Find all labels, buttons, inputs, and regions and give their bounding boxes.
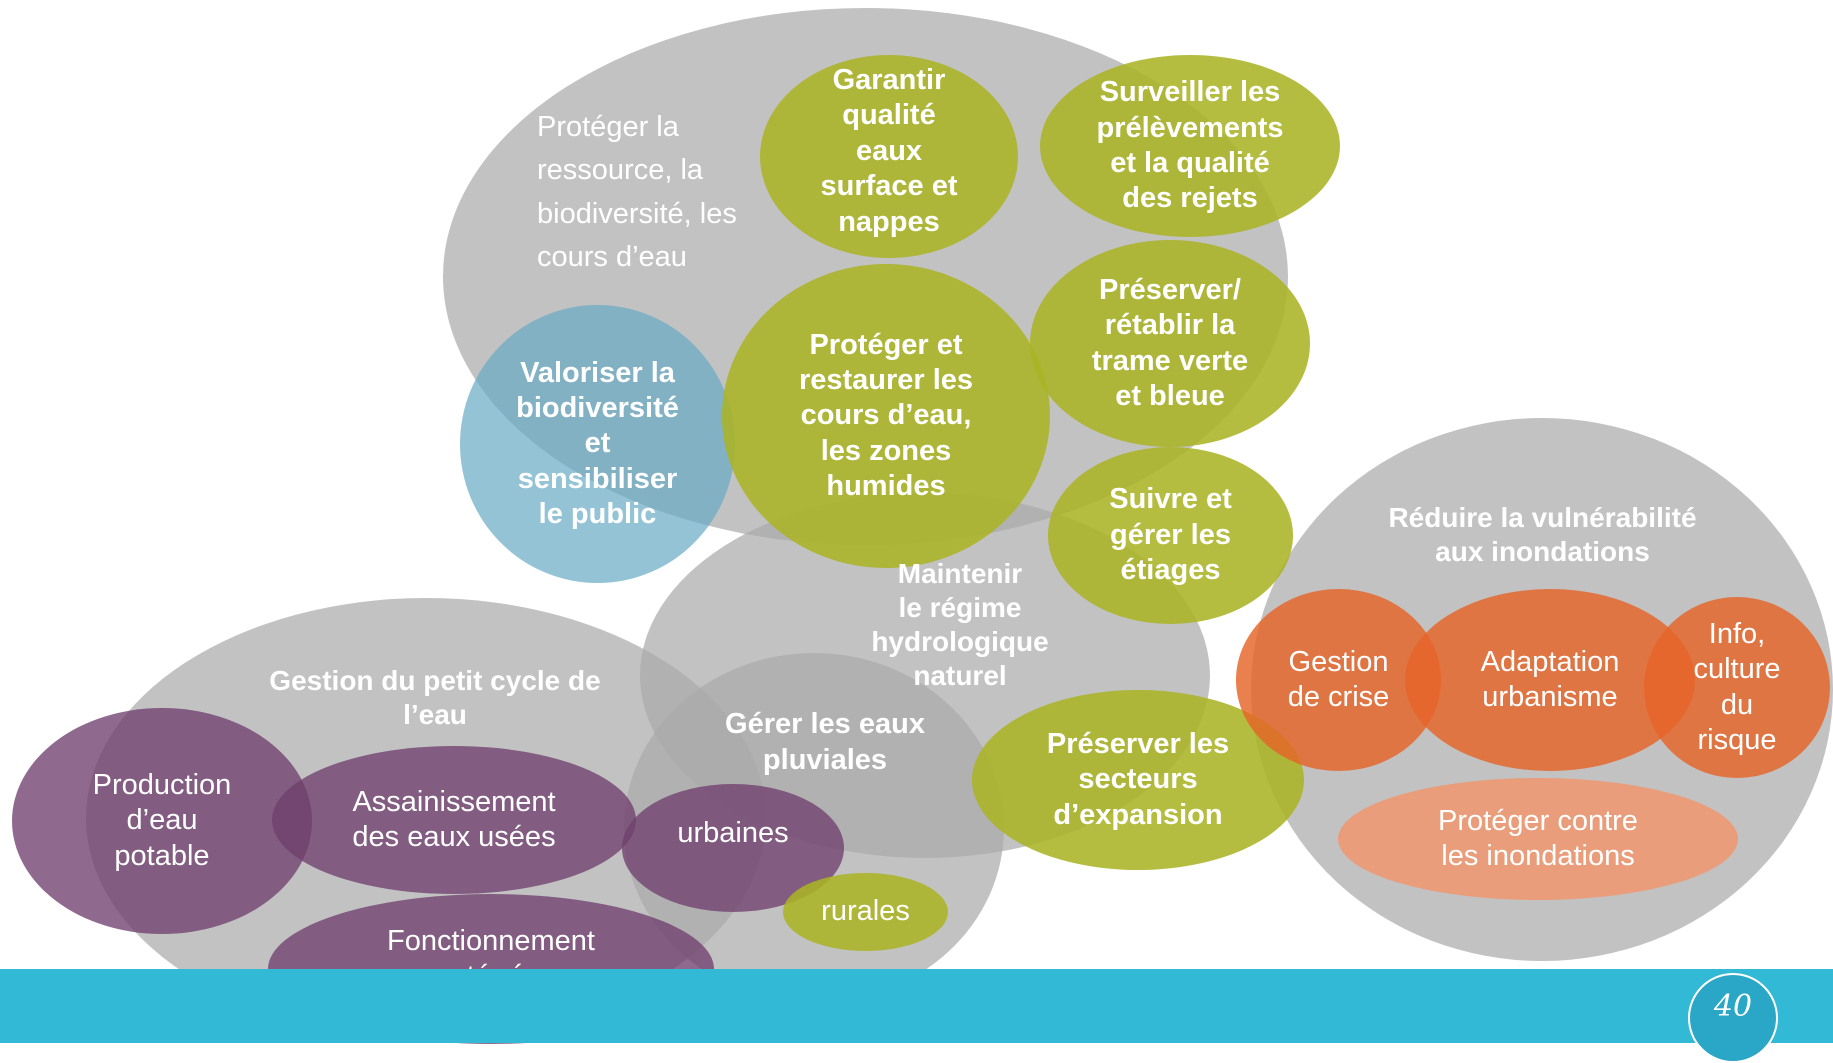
sanitation-circle <box>272 746 636 894</box>
biodiversity-label: Valoriser la biodiversité et sensibilise… <box>516 356 679 531</box>
hydro-label: Maintenir le régime hydrologique naturel <box>871 557 1049 692</box>
rainwater-label: Gérer les eaux pluviales <box>725 708 925 776</box>
info-circle <box>1644 597 1830 778</box>
rivers-circle <box>722 264 1050 568</box>
info-label: Info, culture du risque <box>1693 617 1781 756</box>
biodiversity-circle <box>460 305 735 583</box>
rivers-label: Protéger et restaurer les cours d’eau, l… <box>798 328 974 503</box>
quality-label: Garantir qualité eaux surface et nappes <box>820 64 958 238</box>
etiages-label: Suivre et gérer les étiages <box>1109 483 1232 587</box>
protect-flood-label: Protéger contre les inondations <box>1438 804 1638 872</box>
footer-band <box>0 969 1833 1043</box>
crisis-label: Gestion de crise <box>1287 645 1390 713</box>
anniversary-logo-number: 40 <box>1713 989 1753 1024</box>
monitoring-label: Surveiller les prélèvements et la qualit… <box>1096 76 1284 215</box>
drinking-label: Production d’eau potable <box>92 768 232 872</box>
small-cycle-group-label: Gestion du petit cycle de l’eau <box>269 664 601 730</box>
urban-label: urbaines <box>677 817 789 850</box>
monitoring-circle <box>1040 55 1340 237</box>
anniversary-logo: 40 <box>1688 973 1778 1063</box>
drinking-circle <box>12 708 312 934</box>
urbanism-label: Adaptation urbanisme <box>1480 645 1620 713</box>
expansion-label: Préserver les secteurs d’expansion <box>1046 727 1230 831</box>
sanitation-label: Assainissement des eaux usées <box>352 785 556 853</box>
trame-label: Préserver/ rétablir la trame verte et bl… <box>1091 273 1249 412</box>
etiages-circle <box>1048 447 1293 624</box>
protect-flood-circle <box>1338 778 1738 900</box>
flood-group-label: Réduire la vulnérabilité aux inondations <box>1388 501 1697 567</box>
rural-label: rurales <box>821 895 910 928</box>
trame-circle <box>1030 240 1310 447</box>
resource-group-label: Protéger la ressource, la biodiversité, … <box>537 110 737 274</box>
rural-circle <box>783 873 948 951</box>
quality-circle <box>760 55 1018 258</box>
